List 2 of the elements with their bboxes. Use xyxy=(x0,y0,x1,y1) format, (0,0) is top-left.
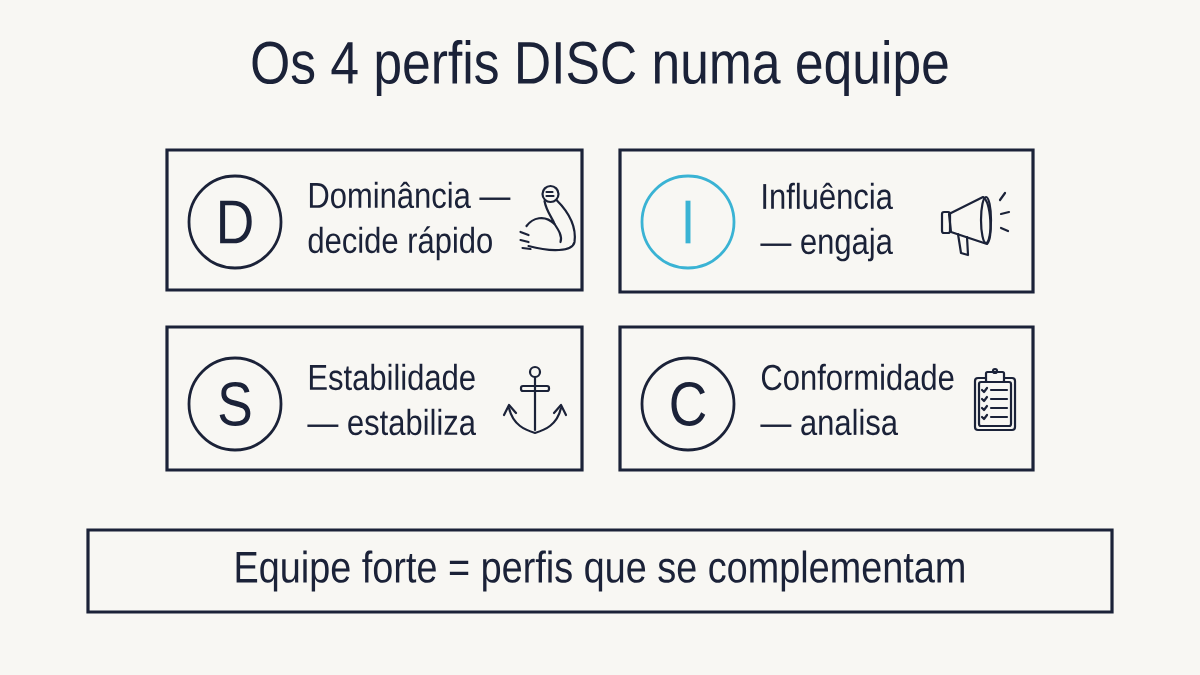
title: Os 4 perfis DISC numa equipe xyxy=(252,40,948,96)
summary-banner: Equipe forte = perfis que se complementam xyxy=(86,528,1114,614)
